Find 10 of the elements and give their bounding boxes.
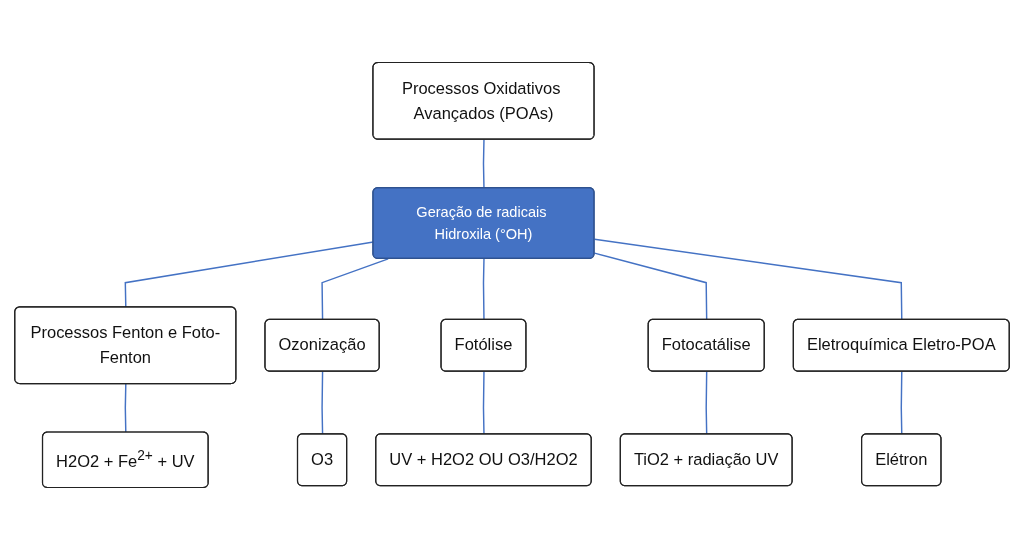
connector (321, 370, 324, 435)
connector (124, 383, 127, 434)
connector (900, 370, 903, 435)
connector (705, 370, 708, 435)
connector (593, 252, 708, 321)
connector (321, 258, 389, 321)
connector (593, 238, 903, 321)
connector (482, 258, 485, 321)
connector (482, 138, 485, 189)
connector (482, 370, 485, 435)
